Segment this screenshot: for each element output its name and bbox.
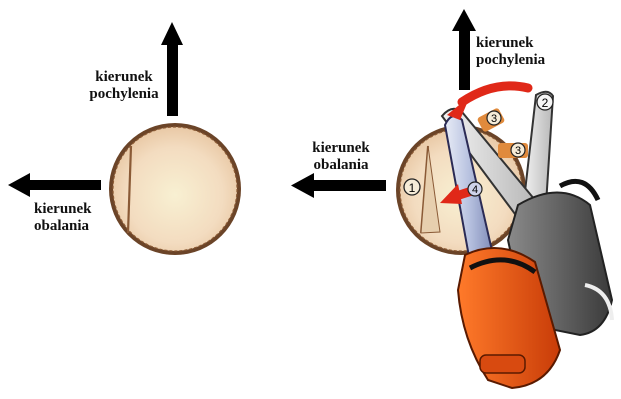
step-marker-2-text: 2 [542, 96, 549, 110]
step-marker-2: 2 [537, 94, 553, 110]
step-marker-1: 1 [404, 179, 420, 195]
left-lean-arrow [161, 22, 183, 116]
left-fell-label: kierunek obalania [34, 201, 114, 235]
right-lean-label-line2: pochylenia [476, 52, 566, 69]
left-stump-cross-section [109, 123, 241, 255]
step-marker-3a-text: 3 [491, 113, 497, 125]
step-marker-4-text: 4 [472, 184, 478, 196]
left-fell-label-line2: obalania [34, 218, 114, 235]
left-lean-label: kierunek pochylenia [84, 69, 164, 103]
left-fell-arrow [8, 173, 101, 197]
right-fell-label-line2: obalania [296, 157, 386, 174]
step-marker-3b: 3 [498, 143, 528, 158]
step-marker-1-text: 1 [409, 181, 416, 195]
left-lean-label-line1: kierunek [84, 69, 164, 86]
left-lean-label-line2: pochylenia [84, 86, 164, 103]
right-fell-label-line1: kierunek [296, 140, 386, 157]
middle-fell-arrow [291, 173, 386, 198]
step-marker-4: 4 [468, 182, 482, 196]
right-lean-label-line1: kierunek [476, 35, 566, 52]
right-fell-label: kierunek obalania [296, 140, 386, 174]
right-lean-arrow [452, 9, 476, 90]
right-lean-label: kierunek pochylenia [476, 35, 566, 69]
step-marker-3b-text: 3 [515, 145, 521, 157]
left-fell-label-line1: kierunek [34, 201, 114, 218]
